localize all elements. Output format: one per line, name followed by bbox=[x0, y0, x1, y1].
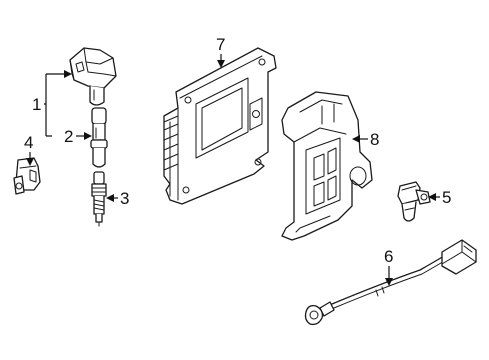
callout-1-group: 1 bbox=[32, 70, 72, 137]
callout-5-arrow bbox=[428, 193, 436, 201]
engine-control-module bbox=[163, 47, 277, 205]
callout-3: 3 bbox=[120, 189, 129, 208]
callout-5: 5 bbox=[442, 188, 451, 207]
callout-2-arrow bbox=[84, 132, 92, 140]
callout-3-arrow bbox=[106, 194, 114, 202]
position-sensor bbox=[397, 181, 431, 222]
callout-4-group: 4 bbox=[24, 133, 34, 166]
callout-1-leader bbox=[44, 73, 66, 137]
ignition-coil bbox=[69, 47, 117, 106]
ecm-bracket bbox=[281, 91, 373, 241]
callout-2-group: 2 bbox=[64, 127, 92, 146]
callout-6-group: 6 bbox=[384, 247, 393, 286]
callout-8-group: 8 bbox=[352, 130, 379, 149]
callout-7-arrow bbox=[217, 60, 225, 68]
callout-6: 6 bbox=[384, 247, 393, 266]
coil-boot bbox=[90, 107, 108, 168]
callout-5-group: 5 bbox=[428, 188, 451, 207]
callout-8: 8 bbox=[370, 130, 379, 149]
callout-3-group: 3 bbox=[106, 189, 129, 208]
spark-plug bbox=[91, 171, 107, 227]
callout-7-group: 7 bbox=[216, 35, 225, 68]
callout-2: 2 bbox=[64, 127, 73, 146]
callout-6-arrow bbox=[385, 278, 393, 286]
callout-7: 7 bbox=[216, 35, 225, 54]
small-sensor bbox=[13, 157, 41, 195]
callout-1: 1 bbox=[32, 95, 41, 114]
callout-4-arrow bbox=[26, 158, 34, 166]
callout-4: 4 bbox=[24, 133, 33, 152]
callout-8-arrow bbox=[352, 135, 360, 143]
callout-1-arrow bbox=[64, 70, 72, 78]
